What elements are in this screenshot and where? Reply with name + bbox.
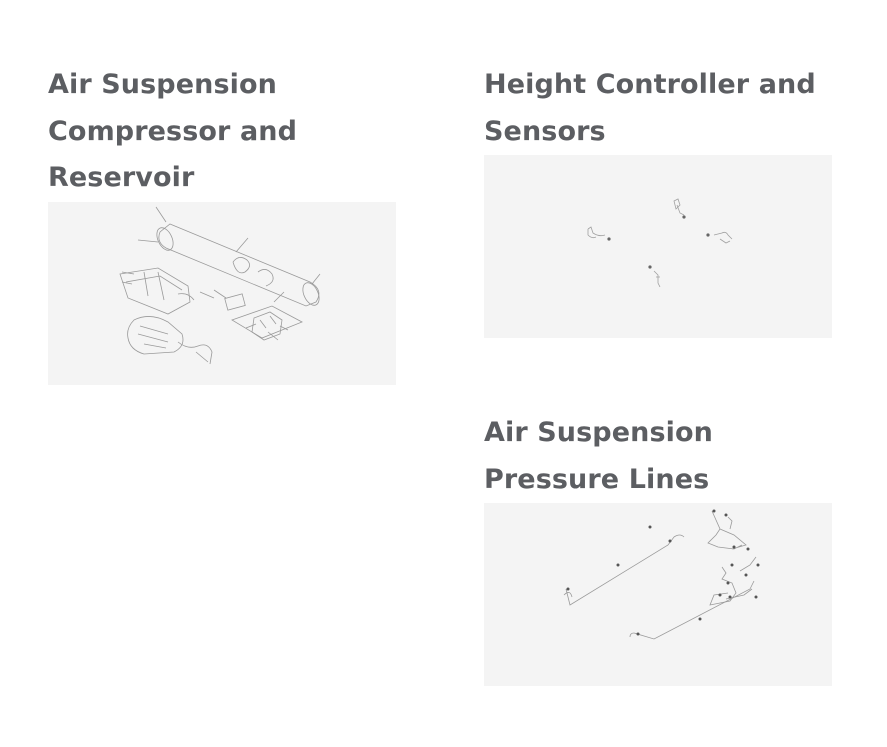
- category-card-height-controller-sensors[interactable]: Height Controller and Sensors: [484, 62, 832, 338]
- category-card-compressor-reservoir[interactable]: Air Suspension Compressor and Reservoir: [48, 62, 396, 385]
- height-controller-sensors-diagram[interactable]: [484, 155, 832, 338]
- category-title-pressure-lines[interactable]: Air Suspension Pressure Lines: [484, 417, 713, 495]
- category-card-pressure-lines[interactable]: Air Suspension Pressure Lines: [484, 410, 832, 686]
- category-title-height-controller-sensors[interactable]: Height Controller and Sensors: [484, 69, 816, 147]
- pressure-lines-diagram[interactable]: [484, 503, 832, 686]
- category-title-compressor-reservoir[interactable]: Air Suspension Compressor and Reservoir: [48, 69, 298, 193]
- compressor-reservoir-diagram[interactable]: [48, 201, 396, 385]
